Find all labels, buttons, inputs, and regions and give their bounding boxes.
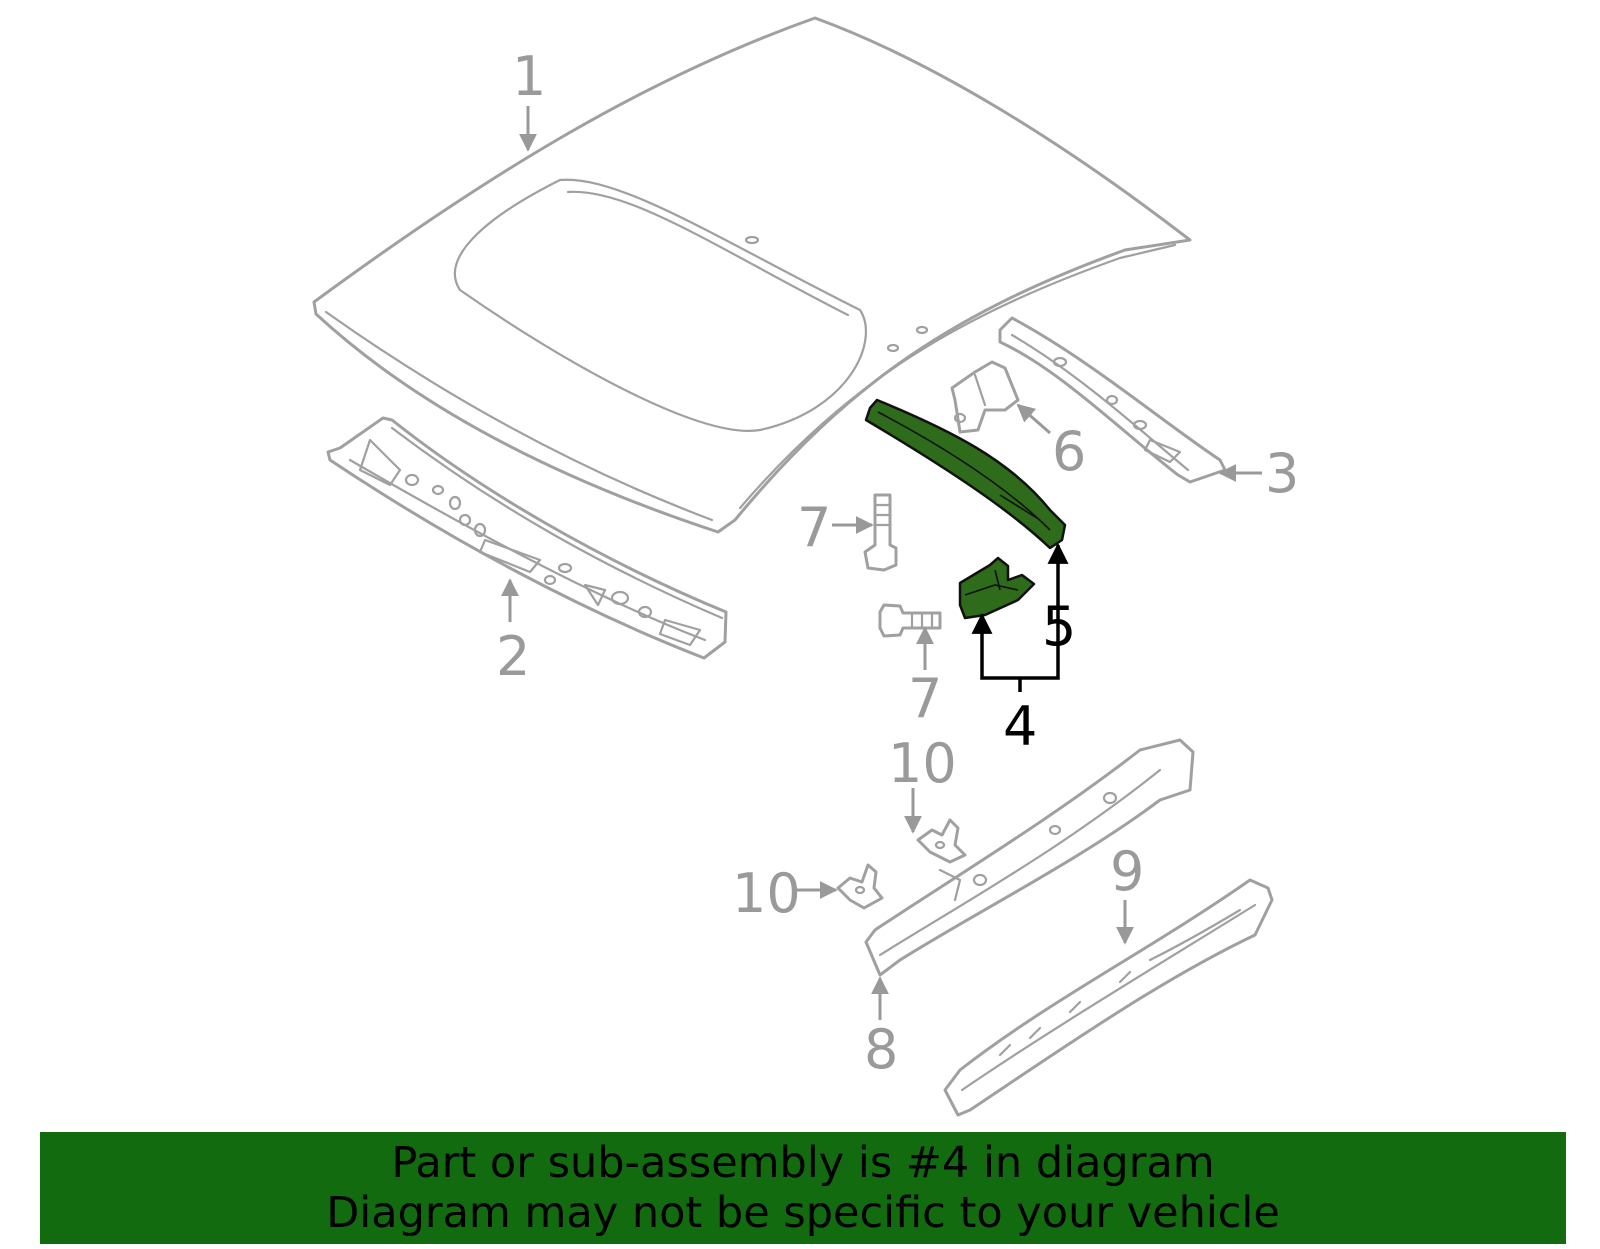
callout-10-upper: 10 <box>888 732 957 795</box>
callout-5: 5 <box>1042 595 1076 658</box>
callout-10-lower: 10 <box>732 862 801 925</box>
roof-rail-inner[interactable] <box>864 738 1195 977</box>
leader-4-right <box>1020 542 1069 680</box>
callout-3: 3 <box>1265 442 1299 505</box>
callout-2: 2 <box>496 625 530 688</box>
callout-9: 9 <box>1110 840 1144 903</box>
banner-line-2: Diagram may not be specific to your vehi… <box>326 1188 1280 1238</box>
callout-8: 8 <box>864 1018 898 1081</box>
callout-6: 6 <box>1052 420 1086 483</box>
roof-rail-outer[interactable] <box>943 878 1274 1117</box>
bracket-6[interactable] <box>950 360 1020 434</box>
bolt-7-upper[interactable] <box>863 493 898 572</box>
roof-panel[interactable] <box>312 16 1192 534</box>
callout-1: 1 <box>512 45 546 108</box>
bolt-7-lower[interactable] <box>878 603 942 638</box>
callout-7-upper: 7 <box>797 496 831 559</box>
rail-bracket[interactable] <box>958 556 1036 620</box>
rear-header[interactable] <box>998 316 1227 484</box>
front-header[interactable] <box>326 416 728 660</box>
notice-banner: Part or sub-assembly is #4 in diagram Di… <box>40 1132 1566 1244</box>
callout-7-lower: 7 <box>908 667 942 730</box>
side-rail-reinforcement[interactable] <box>864 398 1067 550</box>
clip-10-lower[interactable] <box>836 863 884 910</box>
callout-4: 4 <box>1003 695 1037 758</box>
clip-10-upper[interactable] <box>916 818 967 864</box>
leader-6 <box>1016 403 1051 435</box>
banner-line-1: Part or sub-assembly is #4 in diagram <box>391 1138 1215 1188</box>
leader-4-left <box>971 612 1020 680</box>
